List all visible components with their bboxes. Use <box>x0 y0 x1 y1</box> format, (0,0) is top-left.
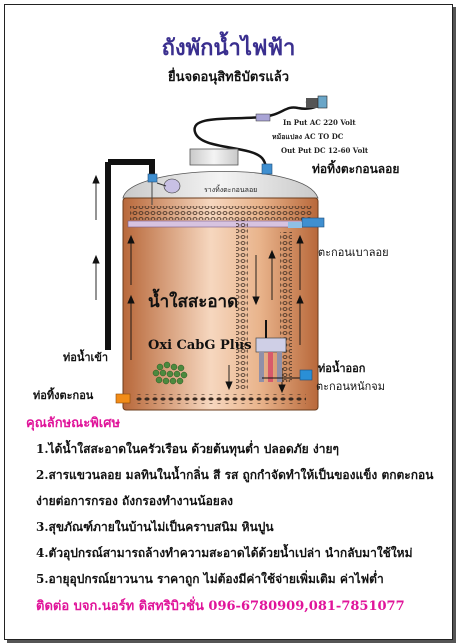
outlet-box <box>299 369 313 381</box>
plug <box>306 98 318 108</box>
flow-arrows <box>127 234 304 394</box>
float-arm <box>156 182 167 187</box>
features-heading: คุณลักษณะพิเศษ <box>26 416 121 431</box>
converter-box <box>255 113 271 122</box>
heavy-sediment-label: ตะกอนหนักจม <box>316 380 385 393</box>
inlet-valve <box>147 173 158 183</box>
power-cable <box>193 100 321 330</box>
float-drain-pipe-label: ท่อทิ้งตะกอนลอย <box>312 162 400 176</box>
outlet-pipe-label: ท่อน้ำออก <box>318 362 366 375</box>
feature-item: 3.สุขภัณฑ์ภายในบ้านไม่เป็นคราบสนิม หินปู… <box>36 520 274 534</box>
socket-icon <box>317 95 328 109</box>
feature-item: 2.สารแขวนลอย มลทินในน้ำกลิ่น สี รส ถูกกำ… <box>36 468 434 482</box>
electrode-rod-2 <box>268 352 273 382</box>
tank-lid-cap <box>189 148 239 166</box>
float-ball <box>163 178 181 194</box>
converter-label: หม้อแปลง AC TO DC <box>272 132 344 141</box>
float-sediment-band <box>130 206 312 220</box>
poster-title: ถังพักน้ำไฟฟ้า <box>161 35 296 61</box>
feature-item: 1.ได้น้ำใสสะอาดในครัวเรือน ด้วยต้นทุนต่ำ… <box>36 442 339 456</box>
feature-item: 4.ตัวอุปกรณ์สามารถล้างทำความสะอาดได้ด้วย… <box>36 546 413 560</box>
clear-water-label: น้ำใสสะอาด <box>148 292 239 312</box>
electrode-housing <box>255 337 287 353</box>
float-trough-label: รางทิ้งตะกอนลอย <box>204 186 258 194</box>
float-drain-pipe <box>301 217 325 228</box>
contact-line: ติดต่อ บจก.นอร์ท ดิสทริบิวชั่น 096-67809… <box>36 599 405 614</box>
floating-sediment-label: ตะกอนเบาลอย <box>318 246 389 259</box>
input-voltage-label: In Put AC 220 Volt <box>283 118 356 127</box>
feature-item: ง่ายต่อการกรอง ถังกรองทำงานน้อยลง <box>36 494 234 508</box>
patent-note: ยื่นจดอนุสิทธิบัตรแล้ว <box>167 70 290 85</box>
particle-column-left <box>236 220 248 390</box>
bubble-cluster <box>152 361 188 385</box>
inlet-pipe <box>108 159 155 176</box>
sediment-drain-box <box>115 393 131 404</box>
heavy-sediment-layer <box>134 394 306 404</box>
device-name-label: Oxi CabG Plus <box>148 338 252 353</box>
feature-item: 5.อายุอุปกรณ์ยาวนาน ราคาถูก ไม่ต้องมีค่า… <box>36 572 384 586</box>
sediment-drain-label: ท่อทิ้งตะกอน <box>33 389 94 402</box>
inlet-pipe-label: ท่อน้ำเข้า <box>63 351 109 364</box>
electrode-rod-3 <box>277 352 282 382</box>
output-voltage-label: Out Put DC 12-60 Volt <box>281 146 369 155</box>
electrode-rod-1 <box>259 352 264 382</box>
float-drain-pipe-end <box>288 222 302 228</box>
